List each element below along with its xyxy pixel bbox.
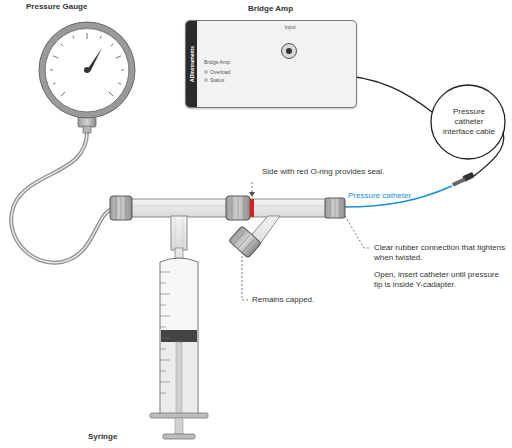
syringe-graduation: [160, 349, 166, 350]
gauge-tube: [11, 132, 112, 263]
gauge-tick: [109, 92, 113, 96]
interface-cable: [474, 132, 504, 176]
indicator-led: [204, 78, 208, 82]
syringe: [161, 342, 197, 414]
syringe-graduation: [160, 316, 170, 317]
brand-logo: ADInstruments: [189, 46, 195, 82]
luer-nut: [232, 197, 244, 219]
logo-stripe: ADInstruments: [186, 21, 197, 107]
gauge-tick: [53, 83, 56, 84]
syringe: [160, 258, 198, 415]
t-connector: [171, 216, 187, 250]
syringe-graduation: [160, 360, 170, 361]
luer-nut: [325, 198, 345, 218]
gauge-tick: [87, 33, 88, 39]
interface-cable: [431, 85, 505, 159]
luer-nut: [330, 199, 340, 217]
port-label: Input: [284, 24, 295, 30]
syringe: [161, 330, 197, 342]
callout-note: Side with red O-ring provides seal.: [262, 167, 352, 177]
gauge-tick: [61, 44, 63, 46]
o-ring: [250, 199, 254, 217]
syringe: [163, 434, 195, 439]
pressure-catheter: [343, 186, 452, 207]
syringe-graduation: [160, 305, 166, 306]
amp-housing: ADInstruments Bridge Amp InputOverloadStat…: [185, 20, 357, 108]
syringe-graduation: [160, 393, 166, 394]
pressure-gauge: Pressure Gauge: [4, 2, 174, 112]
indicator-label: Status: [210, 77, 224, 83]
gauge-tube-inner: [11, 132, 112, 263]
gauge-tick: [53, 56, 59, 58]
luer-nut: [226, 196, 250, 220]
luer-nut: [116, 197, 126, 219]
gauge-tube: [11, 132, 112, 263]
bridge-amp: Bridge AmpADInstrumentsBridge AmpInputOv…: [183, 4, 359, 112]
syringe-graduation: [160, 382, 170, 383]
node-title: Pressure Gauge: [26, 2, 87, 11]
gauge-pivot: [84, 67, 90, 73]
gauge-tick: [61, 92, 65, 96]
gauge-scale: [45, 29, 129, 100]
gauge-tick: [50, 70, 53, 71]
syringe: [175, 248, 183, 258]
syringe-graduation: [160, 294, 170, 295]
syringe-graduation: [160, 327, 166, 328]
gauge-tick: [73, 36, 74, 39]
gauge-tick: [118, 83, 121, 84]
syringe: [150, 248, 208, 439]
syringe: [175, 418, 183, 434]
indicator-led: [204, 70, 208, 74]
callout-note: Remains capped.: [252, 295, 332, 305]
y-branch-cap: [229, 226, 262, 258]
gauge-tube-inner: [11, 132, 112, 263]
gauge-stem: [83, 126, 91, 133]
indicator-label: Overload: [210, 69, 230, 75]
y-branch-cap: [229, 226, 262, 258]
syringe-graduation: [160, 371, 166, 372]
gauge-tick: [121, 70, 124, 71]
gauge-bezel: [39, 22, 135, 118]
syringe-graduation: [160, 338, 170, 339]
cable-label: Pressure catheter interface cable: [440, 107, 498, 137]
pressure-catheter: [343, 186, 452, 207]
part-label: Syringe: [88, 432, 148, 442]
gauge-face: [45, 28, 129, 112]
syringe: [150, 413, 208, 418]
catheter-label: Pressure catheter: [348, 191, 438, 201]
device-name: Bridge Amp: [204, 59, 230, 65]
syringe-graduations: [160, 272, 170, 393]
callout-note: Clear rubber connection that tightens wh…: [374, 243, 506, 263]
luer-nut: [110, 196, 345, 220]
o-ring: [250, 199, 254, 217]
leader-arrowhead: [249, 192, 255, 197]
syringe-graduation: [160, 272, 170, 273]
syringe-graduation: [160, 283, 166, 284]
node-title: Bridge Amp: [248, 4, 293, 13]
cable-connector: [452, 172, 475, 187]
y-branch-cap: [233, 231, 254, 252]
leader-line: [345, 216, 371, 248]
gauge-tick: [111, 44, 113, 46]
leader-line: [242, 256, 250, 300]
gauge-tick: [116, 56, 122, 58]
leader-arrowhead: [249, 192, 255, 197]
syringe: [176, 342, 182, 415]
callout-note: Open, insert catheter until pressure tip…: [374, 270, 502, 290]
luer-nut: [110, 196, 132, 220]
input-connector-core: [286, 48, 292, 54]
gauge-dial: [4, 10, 174, 120]
t-connector: [175, 216, 183, 250]
gauge-tick: [100, 36, 101, 39]
cable-connector: [452, 177, 466, 187]
